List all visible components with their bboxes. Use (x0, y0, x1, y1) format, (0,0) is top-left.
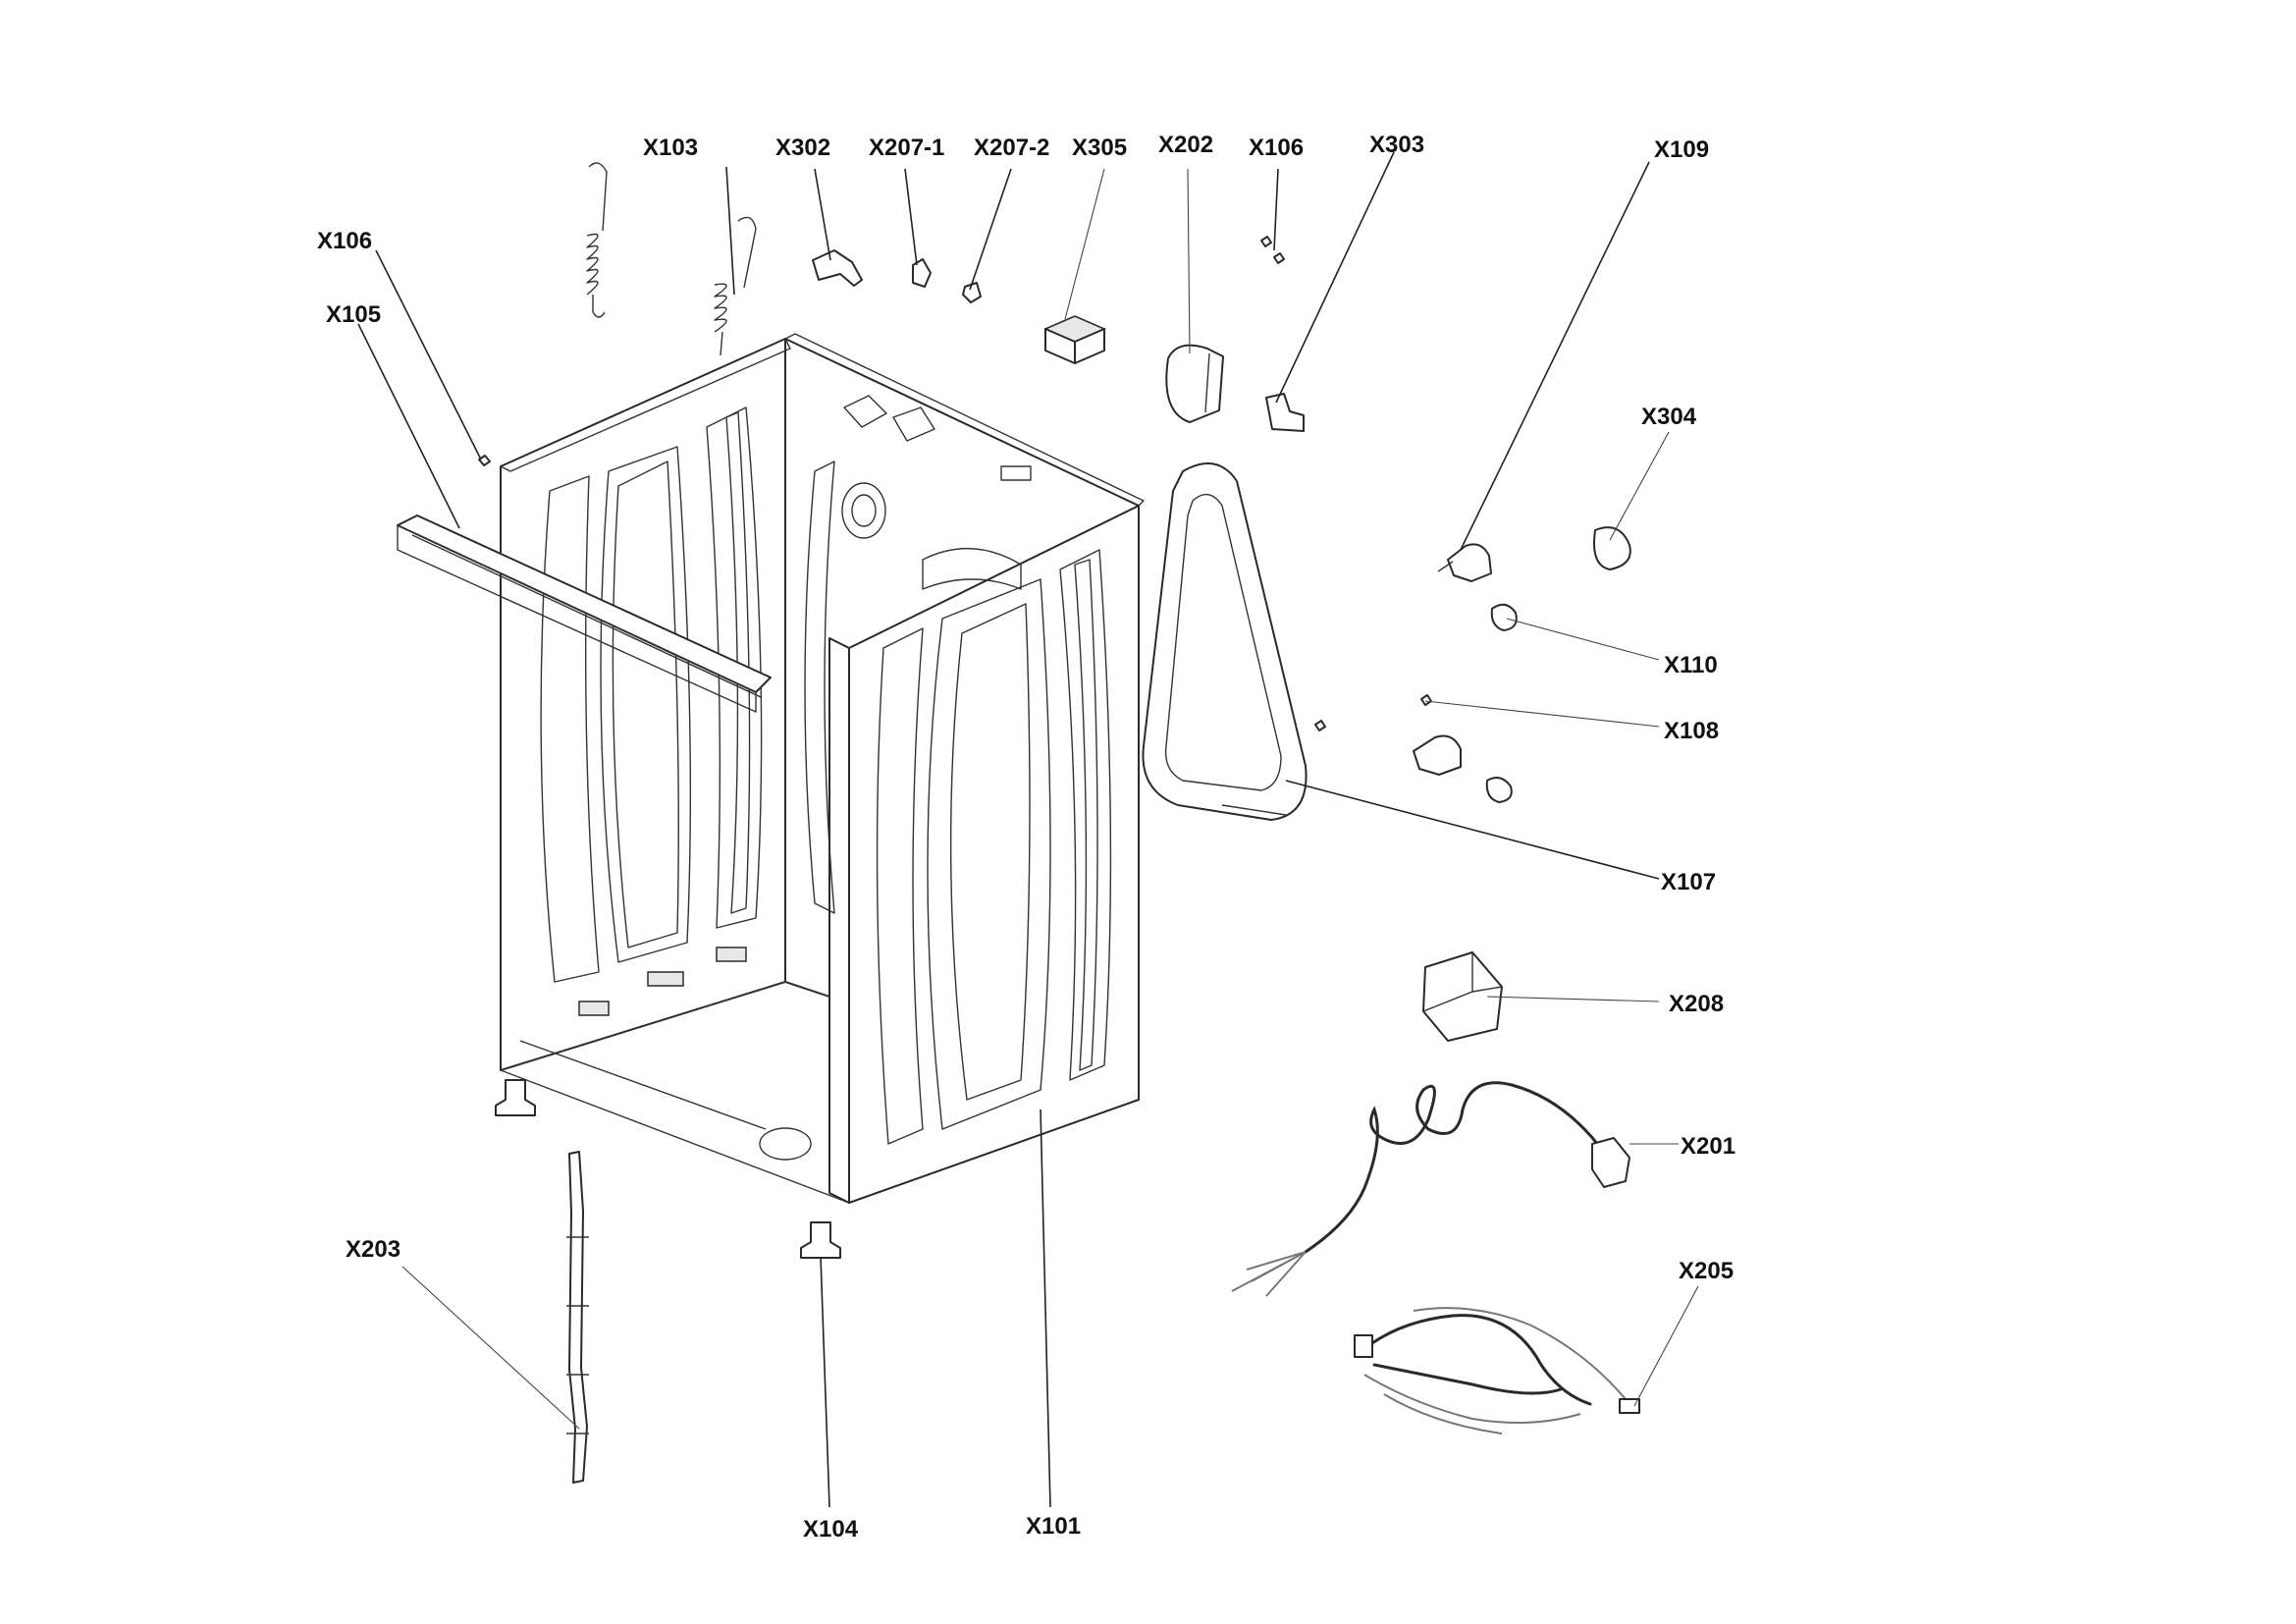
label-x107: X107 (1661, 869, 1716, 895)
label-x302: X302 (775, 135, 830, 161)
label-x103: X103 (643, 135, 698, 161)
label-x205: X205 (1679, 1258, 1734, 1284)
label-x106-left: X106 (317, 228, 372, 254)
cabinet-body (500, 333, 1145, 1204)
label-x305: X305 (1072, 135, 1127, 161)
label-x110: X110 (1664, 652, 1718, 678)
right-side-parts (1314, 526, 1631, 803)
top-small-parts (478, 236, 1305, 466)
top-cross-bar (397, 514, 772, 713)
power-cord (1231, 1081, 1630, 1297)
label-x207-2: X207-2 (974, 135, 1049, 161)
label-x202: X202 (1158, 132, 1213, 158)
door-gasket-frame (1142, 462, 1308, 821)
label-x106-top: X106 (1249, 135, 1304, 161)
label-x104: X104 (803, 1516, 859, 1543)
label-x208: X208 (1669, 991, 1724, 1017)
label-x203: X203 (346, 1236, 400, 1263)
label-x105: X105 (326, 301, 381, 328)
label-x109: X109 (1654, 136, 1709, 163)
label-x303: X303 (1369, 132, 1424, 158)
leader-lines (357, 151, 1699, 1508)
label-x201: X201 (1681, 1133, 1735, 1160)
label-x101: X101 (1026, 1513, 1081, 1540)
suspension-springs (586, 162, 757, 356)
part-labels: X106 X105 X103 X302 X207-1 X207-2 X305 X… (317, 132, 1735, 1543)
control-module (1422, 951, 1503, 1042)
label-x207-1: X207-1 (869, 135, 944, 161)
label-x108: X108 (1664, 718, 1719, 744)
adjustable-feet (495, 1079, 841, 1259)
label-x304: X304 (1641, 404, 1697, 430)
wiring-harness (1354, 1307, 1640, 1435)
drain-hose-bracket (566, 1151, 589, 1484)
